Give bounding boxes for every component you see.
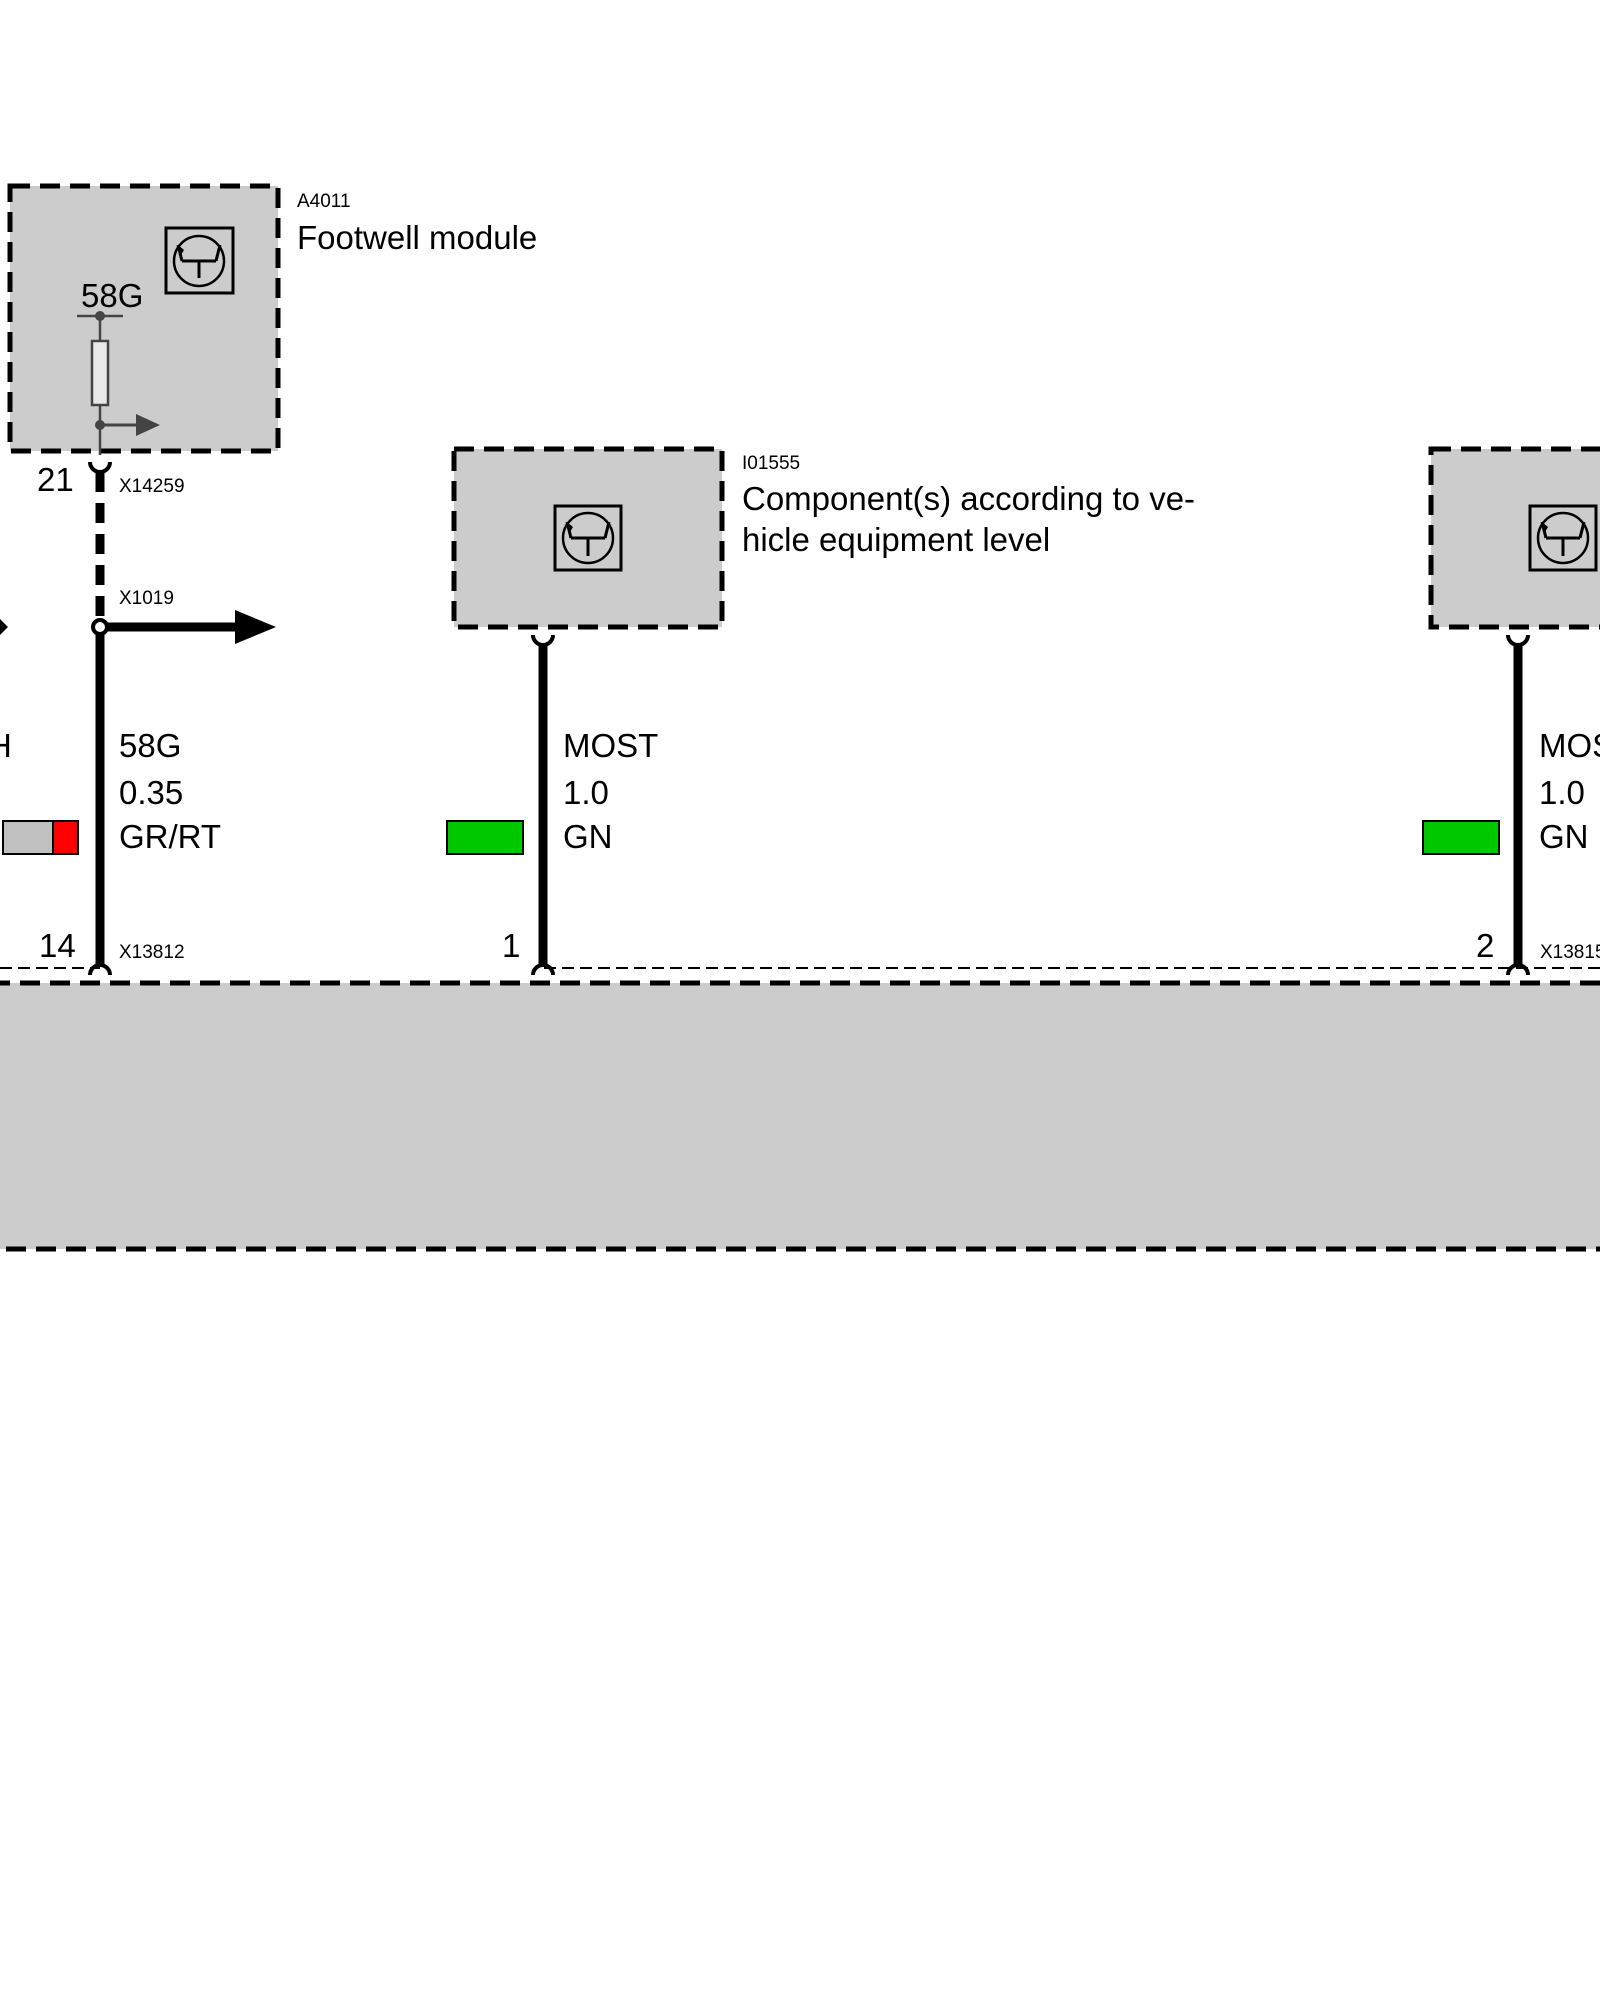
footwell-connector-id: X14259 bbox=[119, 476, 185, 497]
transistor-icon bbox=[164, 226, 235, 295]
optional-component-name-line1: Component(s) according to ve- bbox=[742, 480, 1195, 517]
wire-most-middle-size: 1.0 bbox=[563, 774, 609, 811]
footwell-pin-number: 21 bbox=[37, 461, 74, 498]
wire-most-middle-color-code: GN bbox=[563, 818, 613, 855]
optional-component-name-line2: hicle equipment level bbox=[742, 521, 1050, 558]
wire-most-middle-signal: MOST bbox=[563, 727, 658, 764]
left-partial-wire-label: H bbox=[0, 727, 12, 764]
resistor-icon bbox=[77, 311, 160, 455]
wire-58g[interactable] bbox=[88, 461, 112, 976]
transistor-icon bbox=[1528, 504, 1598, 572]
optional-component-box[interactable] bbox=[451, 446, 725, 630]
splice-id: X1019 bbox=[119, 588, 174, 609]
wire-58g-signal: 58G bbox=[119, 727, 181, 764]
footwell-internal-label: 58G bbox=[81, 277, 143, 314]
wire-color-swatch-gn-middle bbox=[446, 820, 524, 855]
right-component-box[interactable] bbox=[1428, 446, 1600, 630]
splice-arrow bbox=[91, 610, 276, 644]
wire-most-right-size: 1.0 bbox=[1539, 774, 1585, 811]
wire-most-right-color-code: GN bbox=[1539, 818, 1589, 855]
bottom-right-connector-id: X13815 bbox=[1540, 942, 1600, 963]
footwell-name: Footwell module bbox=[297, 219, 537, 256]
bottom-left-pin-number: 14 bbox=[39, 927, 76, 964]
wire-most-right-signal: MOST bbox=[1539, 727, 1600, 764]
wire-color-swatch-gn-right bbox=[1422, 820, 1500, 855]
wire-color-swatch-gr-rt bbox=[2, 820, 79, 855]
transistor-icon bbox=[553, 504, 623, 572]
bottom-mid-pin-number: 1 bbox=[502, 927, 520, 964]
footwell-module[interactable]: 58G bbox=[7, 183, 281, 455]
footwell-code: A4011 bbox=[297, 191, 351, 212]
bottom-control-module[interactable] bbox=[0, 980, 1600, 1252]
optional-component-code: I01555 bbox=[742, 453, 800, 474]
wire-58g-color-code: GR/RT bbox=[119, 818, 221, 855]
wire-most-middle[interactable] bbox=[531, 634, 555, 976]
wire-58g-size: 0.35 bbox=[119, 774, 183, 811]
bottom-left-connector-id: X13812 bbox=[119, 942, 185, 963]
bottom-right-pin-number: 2 bbox=[1476, 927, 1494, 964]
left-offscreen-arrow bbox=[0, 619, 8, 635]
wire-most-right[interactable] bbox=[1506, 634, 1530, 976]
